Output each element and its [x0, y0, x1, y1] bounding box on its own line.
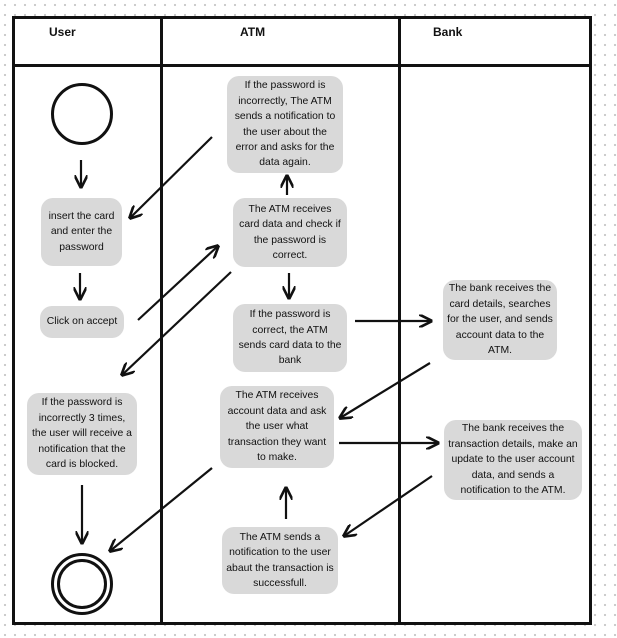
node-atm-ask-transaction: The ATM receives account data and ask th… — [220, 386, 334, 468]
node-atm-check: The ATM receives card data and check if … — [233, 198, 347, 267]
node-bank-search: The bank receives the card details, sear… — [443, 280, 557, 360]
arrow-check-to-blocked — [122, 271, 232, 375]
node-blocked-notice: If the password is incorrectly 3 times, … — [27, 393, 137, 475]
header-divider — [12, 64, 592, 67]
arrow-ask-to-end — [110, 467, 213, 551]
lane-title-user: User — [49, 25, 76, 39]
node-atm-error-notice: If the password is incorrectly, The ATM … — [227, 76, 343, 173]
lane-title-atm: ATM — [240, 25, 266, 39]
arrow-bank-to-ask — [340, 362, 431, 418]
arrow-bank-update-to-success — [344, 475, 433, 536]
node-click-accept: Click on accept — [40, 306, 124, 338]
node-insert-card: insert the card and enter the password — [41, 198, 122, 266]
lane-title-bank: Bank — [433, 25, 463, 39]
lane-divider-user-atm — [160, 16, 163, 625]
start-node — [51, 83, 113, 145]
end-node-inner — [57, 559, 107, 609]
arrow-error-to-insert — [130, 136, 213, 218]
arrow-accept-to-check — [137, 246, 218, 321]
node-bank-update: The bank receives the transaction detail… — [444, 420, 582, 500]
node-atm-send-card: If the password is correct, the ATM send… — [233, 304, 347, 372]
node-atm-success: The ATM sends a notification to the user… — [222, 527, 338, 594]
